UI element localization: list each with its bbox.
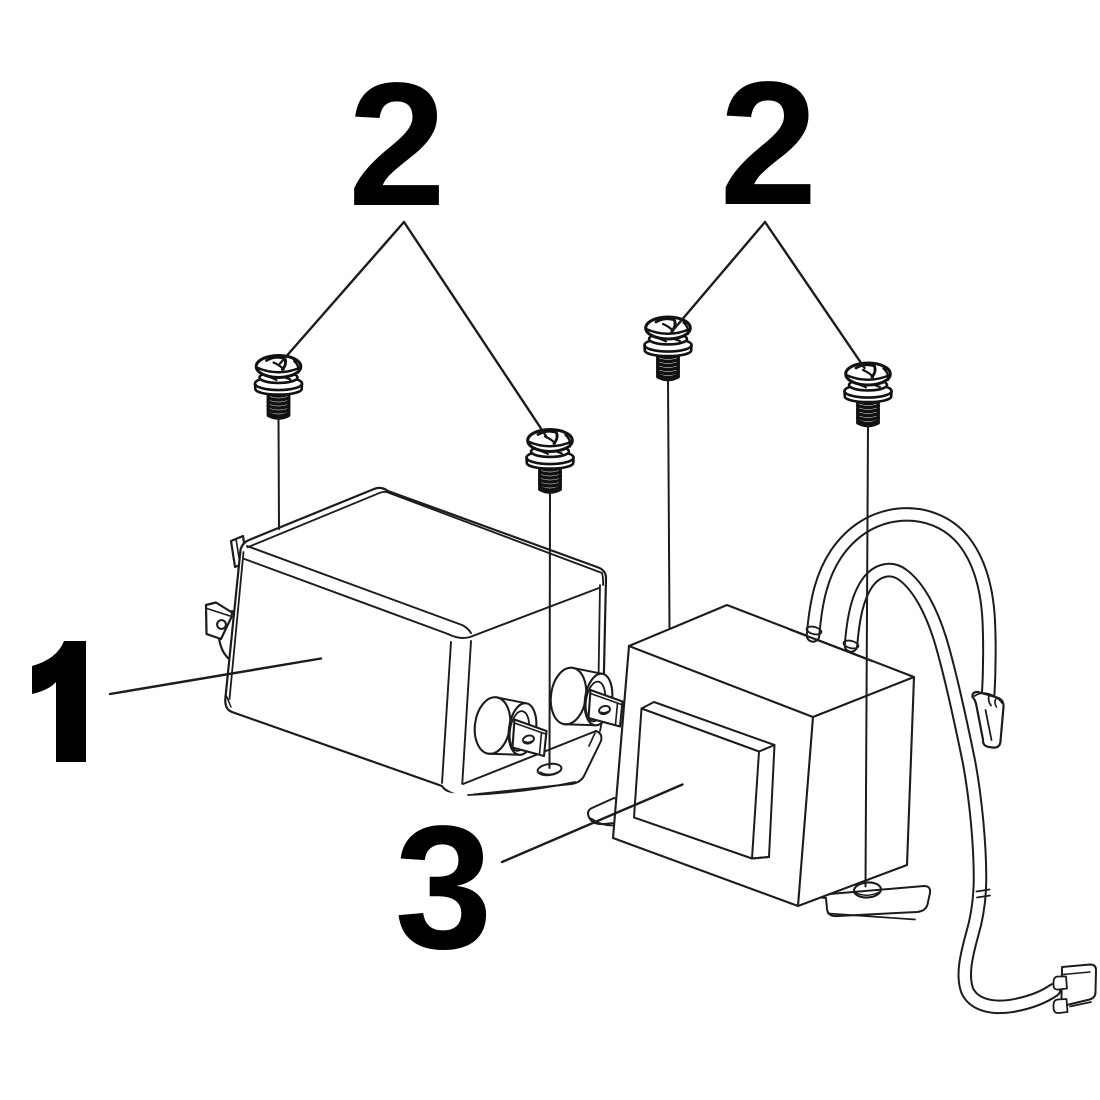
svg-text:2: 2 xyxy=(720,46,818,242)
svg-text:3: 3 xyxy=(395,790,493,986)
svg-text:2: 2 xyxy=(348,47,446,243)
